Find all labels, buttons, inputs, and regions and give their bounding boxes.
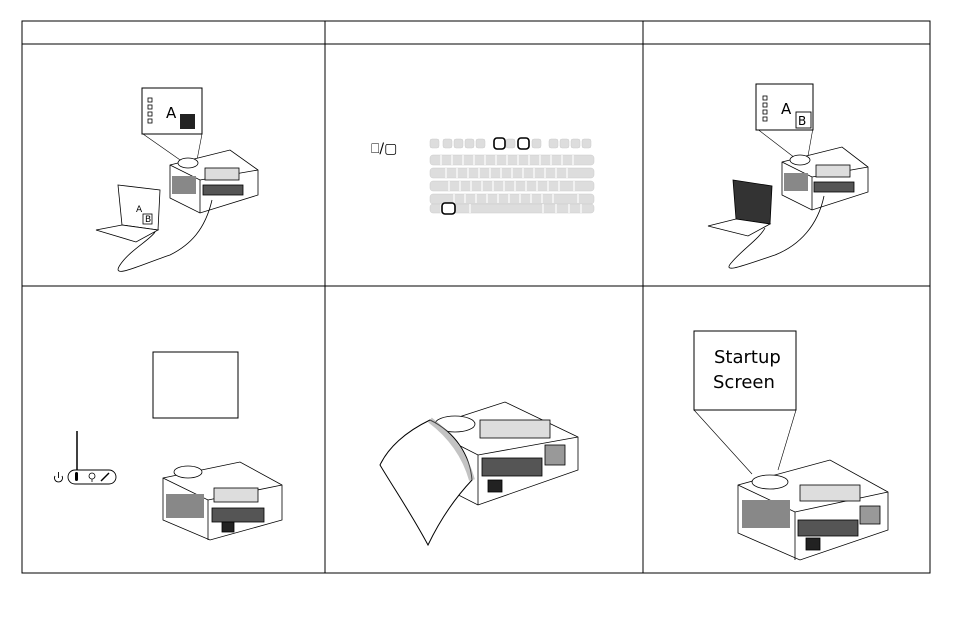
startup-screen-line2: Screen	[713, 372, 775, 393]
projected-screen: A	[142, 88, 202, 134]
projection-beam	[756, 128, 813, 158]
thermometer-icon	[75, 472, 78, 481]
highlighted-video-key	[518, 138, 529, 149]
panel-lens-cap	[380, 402, 578, 545]
highlighted-fn-key	[442, 203, 455, 214]
screen-letter-b: B	[798, 114, 806, 128]
power-icon	[55, 472, 63, 482]
projector-illustration	[738, 460, 888, 560]
projection-beam	[143, 134, 202, 162]
display-toggle-symbol: ⎕/▢	[371, 141, 397, 157]
panel-power-lights	[55, 352, 283, 540]
panel-keyboard: ⎕/▢	[371, 138, 594, 214]
black-square	[180, 114, 195, 129]
laptop-letter-a: A	[136, 205, 143, 215]
projection-beam	[694, 410, 796, 474]
projector-illustration	[163, 462, 282, 540]
startup-screen-line1: Startup	[714, 347, 781, 368]
screen-letter: A	[166, 104, 177, 122]
projector-illustration	[170, 150, 258, 213]
highlighted-function-key	[494, 138, 505, 149]
projected-screen: A B	[756, 84, 813, 130]
panel-laptop-external: A B	[708, 84, 868, 268]
panel-startup: Startup Screen	[694, 331, 888, 560]
startup-screen-box	[694, 331, 796, 410]
blank-screen	[153, 352, 238, 418]
panel-laptop-mirror: A A B	[96, 88, 258, 271]
screen-letter-a: A	[781, 100, 792, 118]
laptop-letter-b: B	[145, 215, 151, 225]
projector-illustration	[782, 147, 868, 210]
laptop-illustration: A B	[96, 185, 160, 242]
laptop-illustration	[708, 180, 772, 236]
